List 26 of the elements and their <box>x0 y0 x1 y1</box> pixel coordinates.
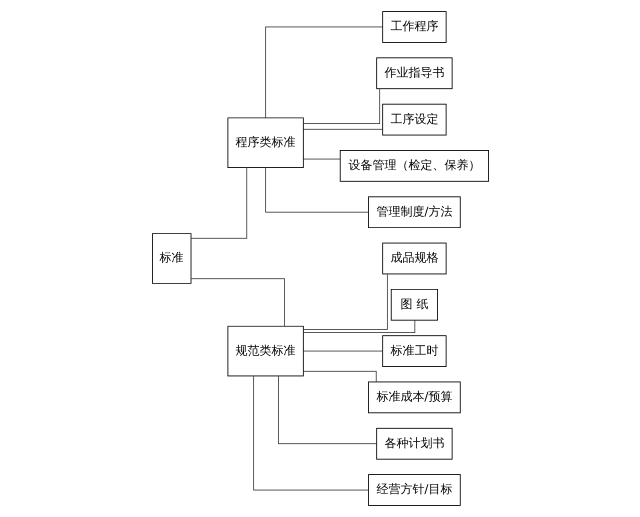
connector <box>302 158 340 160</box>
node-box: 标准成本/预算 <box>368 382 460 414</box>
connector <box>302 370 376 382</box>
connector <box>278 376 376 444</box>
node-box: 工作程序 <box>382 11 446 43</box>
connector <box>252 376 368 490</box>
node-box: 经营方针/目标 <box>368 474 460 506</box>
node-box: 成品规格 <box>382 242 446 274</box>
connector <box>190 278 284 327</box>
node-box: 管理制度/方法 <box>368 196 460 228</box>
node-box: 标准 <box>152 233 191 284</box>
connector <box>264 26 382 118</box>
node-box: 图 纸 <box>390 288 438 321</box>
connector <box>302 350 382 352</box>
node-box: 标准工时 <box>382 335 446 367</box>
node-box: 程序类标准 <box>226 117 304 168</box>
connector <box>302 128 382 130</box>
connector <box>302 88 380 124</box>
connector <box>302 274 388 330</box>
node-box: 规范类标准 <box>226 326 304 376</box>
connector <box>190 167 247 239</box>
node-box: 设备管理（检定、保养） <box>339 150 488 182</box>
node-box: 各种计划书 <box>376 428 452 460</box>
node-box: 作业指导书 <box>376 57 452 90</box>
connector <box>264 167 368 213</box>
node-box: 工序设定 <box>382 104 446 136</box>
